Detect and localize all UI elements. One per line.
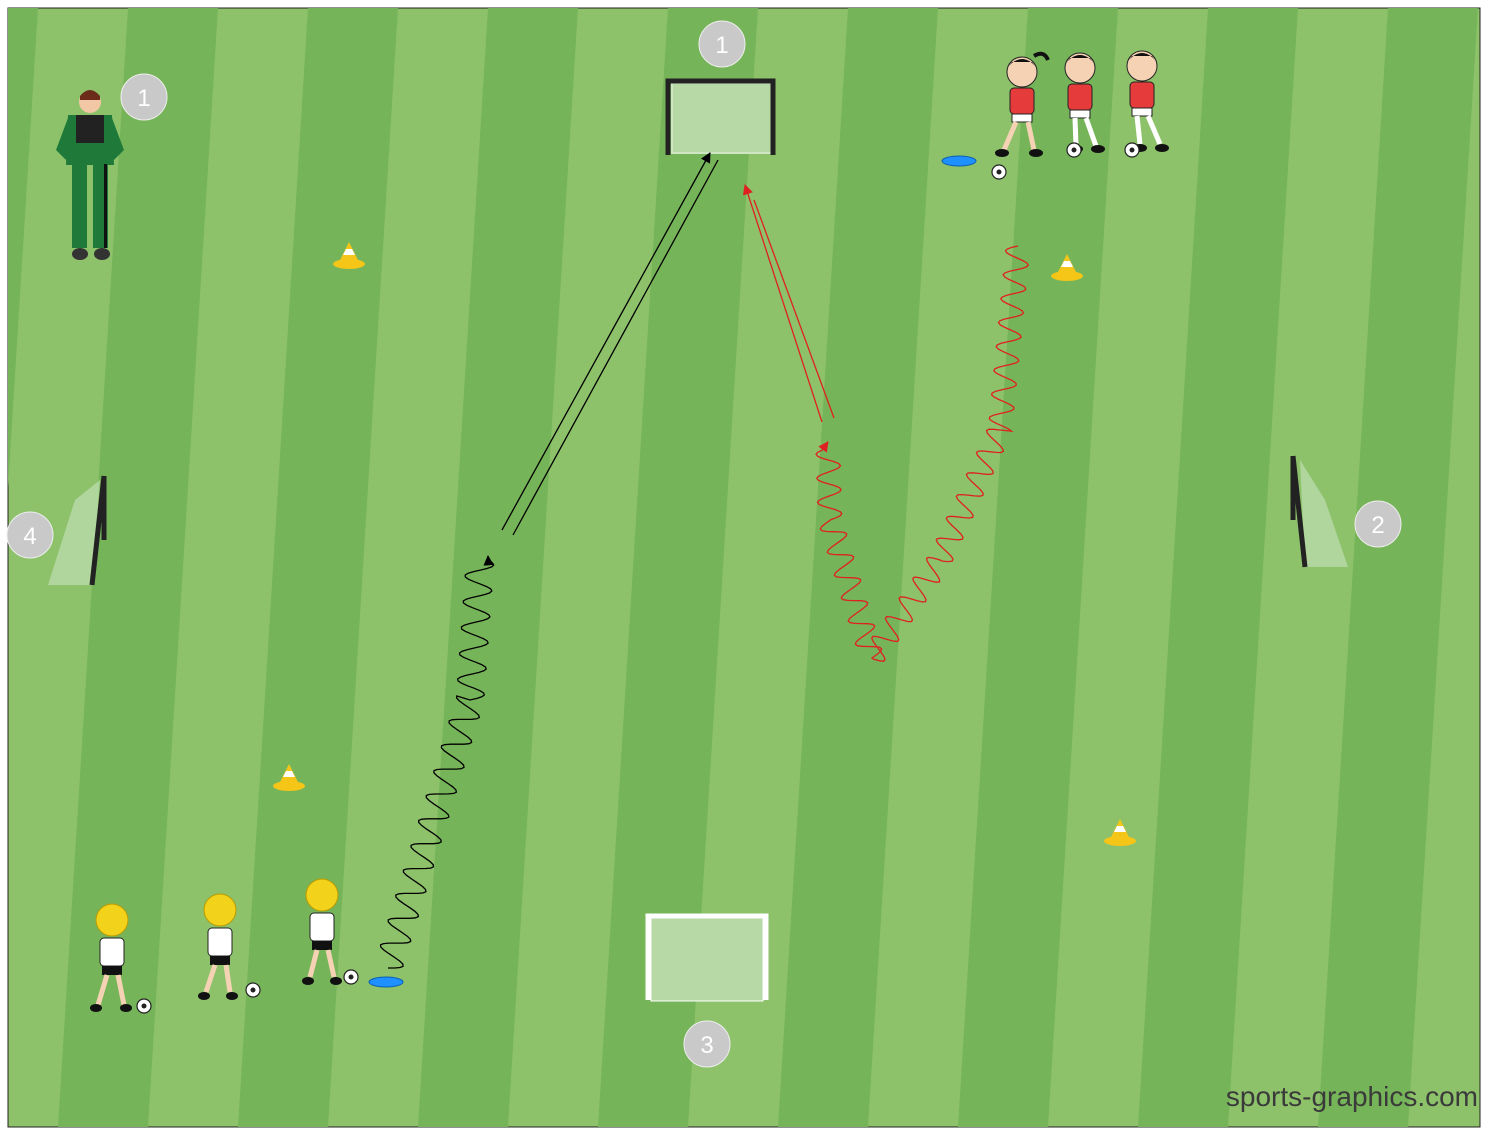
watermark: sports-graphics.com [1226, 1081, 1478, 1112]
ball-icon [137, 999, 151, 1013]
goal-top-icon [668, 81, 773, 155]
ball-icon [344, 970, 358, 984]
ball-icon [1067, 143, 1081, 157]
badge-goal-bottom: 3 [684, 1021, 730, 1067]
badge-goal-right: 2 [1355, 501, 1401, 547]
badge-goal-top: 1 [699, 21, 745, 67]
badge-coach: 1 [121, 74, 167, 120]
svg-text:1: 1 [715, 32, 728, 59]
ball-icon [246, 983, 260, 997]
marker-disc-icon [942, 156, 976, 166]
svg-text:2: 2 [1371, 512, 1384, 539]
ball-icon [992, 165, 1006, 179]
marker-disc-icon [369, 977, 403, 987]
svg-text:1: 1 [137, 85, 150, 112]
svg-text:3: 3 [700, 1032, 713, 1059]
badge-goal-left: 4 [7, 512, 53, 558]
ball-icon [1125, 143, 1139, 157]
svg-text:4: 4 [23, 523, 36, 550]
goal-bottom-icon [648, 916, 766, 1001]
